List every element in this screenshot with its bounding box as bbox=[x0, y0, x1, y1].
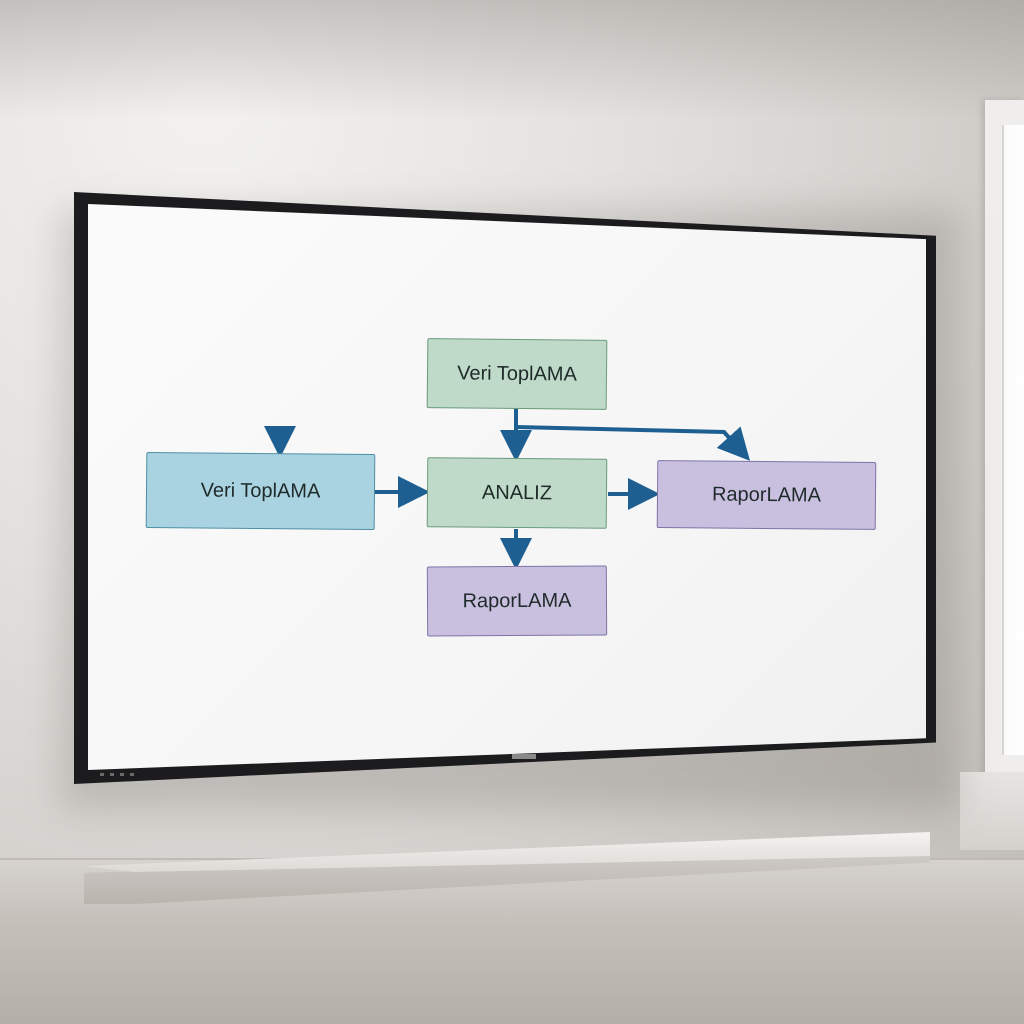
edge-top-to-right bbox=[515, 425, 751, 461]
node-label: RaporLAMA bbox=[711, 483, 822, 506]
node-veri-toplama-left: Veri ToplAMA bbox=[145, 452, 376, 530]
node-label: Veri ToplAMA bbox=[457, 361, 577, 386]
tv-indicator-lights bbox=[100, 773, 140, 776]
node-raporlama-bottom: RaporLAMA bbox=[426, 565, 608, 637]
window-sill bbox=[960, 772, 1024, 850]
node-label: Veri ToplAMA bbox=[200, 478, 321, 503]
tv-logo bbox=[512, 754, 536, 759]
node-label: RaporLAMA bbox=[462, 589, 572, 612]
window-glass bbox=[1002, 125, 1024, 755]
node-raporlama-right: RaporLAMA bbox=[656, 460, 877, 530]
node-label: ANALIZ bbox=[481, 481, 553, 504]
ceiling-shadow bbox=[0, 0, 1024, 120]
node-analiz: ANALIZ bbox=[426, 457, 608, 529]
node-veri-toplama-top: Veri ToplAMA bbox=[426, 338, 608, 410]
